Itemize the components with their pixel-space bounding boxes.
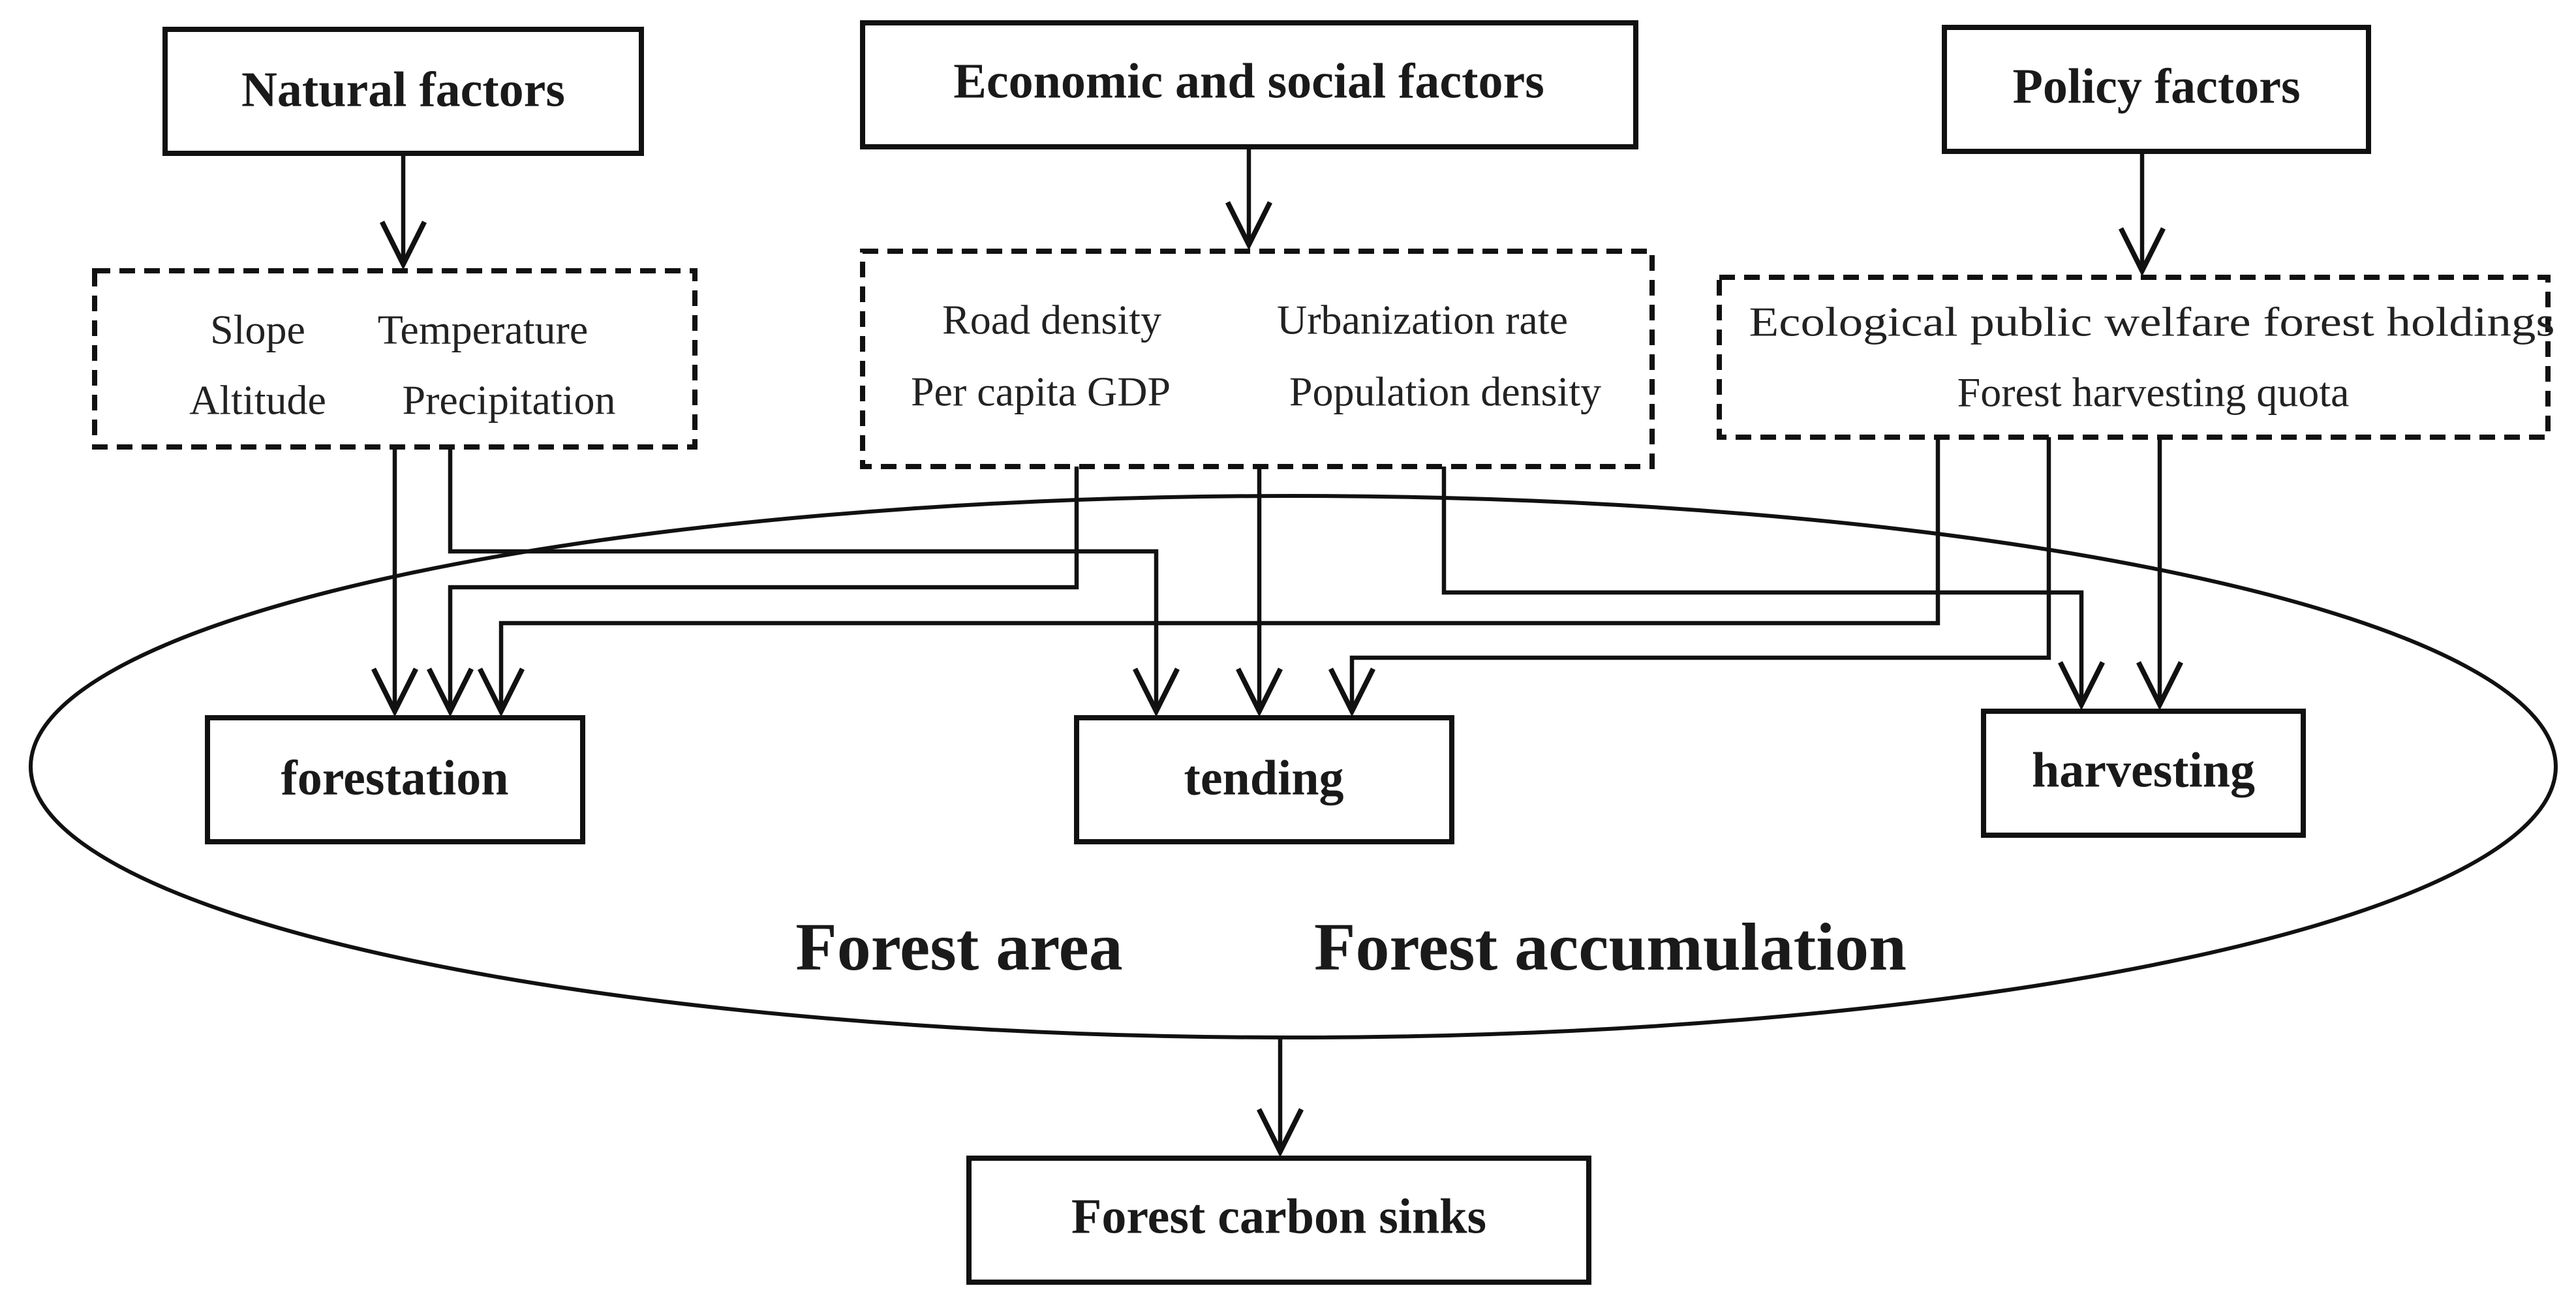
factor-temperature: Temperature — [378, 307, 588, 353]
forestation-box: forestation — [205, 715, 585, 844]
conn-policy-forestation — [501, 437, 1940, 711]
factor-population-density: Population density — [1289, 369, 1601, 415]
tending-label: tending — [1184, 750, 1344, 805]
policy-factors-detail-box: Ecological public welfare forest holding… — [1717, 275, 2555, 440]
policy-factors-title: Policy factors — [2012, 59, 2300, 114]
conn-natural-tending — [448, 447, 1156, 711]
conn-economic-harvesting — [1441, 467, 2081, 705]
tending-box: tending — [1074, 715, 1454, 844]
natural-factors-box: Natural factors — [162, 27, 644, 156]
natural-factors-title: Natural factors — [241, 62, 565, 117]
forest-carbon-sinks-label: Forest carbon sinks — [1071, 1189, 1486, 1244]
factor-slope: Slope — [210, 307, 305, 353]
economic-factors-box: Economic and social factors — [860, 20, 1638, 149]
forestation-label: forestation — [281, 750, 509, 805]
policy-factors-box: Policy factors — [1942, 25, 2371, 154]
economic-factors-detail-box: Road density Urbanization rate Per capit… — [860, 249, 1655, 469]
factor-altitude: Altitude — [189, 377, 326, 423]
natural-factors-detail-box: Slope Temperature Altitude Precipitation — [92, 268, 698, 450]
conn-economic-forestation — [450, 467, 1079, 711]
factor-harvesting-quota: Forest harvesting quota — [1957, 369, 2350, 416]
factor-road-density: Road density — [942, 297, 1161, 343]
factor-ecological-forest-holdings: Ecological public welfare forest holding… — [1749, 299, 2555, 345]
factor-precipitation: Precipitation — [402, 377, 615, 423]
conn-policy-tending — [1352, 437, 2051, 711]
harvesting-label: harvesting — [2032, 743, 2255, 797]
forest-carbon-sinks-box: Forest carbon sinks — [966, 1156, 1591, 1285]
factor-urbanization-rate: Urbanization rate — [1277, 297, 1568, 343]
forest-accumulation-label: Forest accumulation — [1314, 910, 1907, 985]
economic-factors-title: Economic and social factors — [953, 54, 1544, 108]
factor-per-capita-gdp: Per capita GDP — [911, 369, 1171, 415]
harvesting-box: harvesting — [1981, 709, 2306, 838]
forest-area-label: Forest area — [795, 910, 1123, 985]
